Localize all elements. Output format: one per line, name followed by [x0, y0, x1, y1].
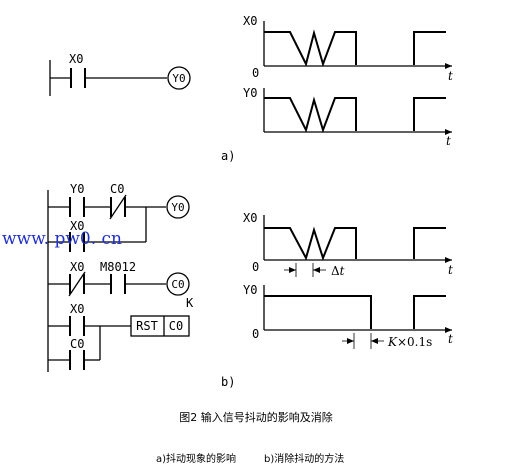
rst-op-label: RST [136, 319, 158, 333]
time-label: t [448, 332, 453, 346]
contact-x0-label: X0 [70, 302, 84, 316]
counter-constant-label: K [186, 296, 194, 310]
origin-label: 0 [252, 260, 259, 274]
coil-c0 [166, 272, 190, 296]
waveform-y0-next [413, 97, 446, 131]
k-time-label: K×0.1s [387, 335, 432, 349]
contact-c0-label: C0 [110, 182, 124, 196]
ladder-a: X0 Y0 [49, 52, 191, 96]
rst-instruction-box [130, 315, 190, 337]
ladder-b: Y0 C0 Y0 X0 X0 M8012 C0 K X0 RST C0 [47, 182, 194, 372]
waveform-y0-next [413, 295, 446, 329]
coil-c0-label: C0 [171, 278, 184, 291]
waveform-x0 [264, 29, 357, 68]
waveform-x0-next [413, 227, 446, 259]
time-label: t [448, 69, 453, 83]
subcaption-b: b)消除抖动的方法 [264, 452, 344, 465]
time-label: t [446, 134, 451, 148]
contact-x0-label: X0 [70, 260, 84, 274]
contact-c0-nc-slash [109, 194, 127, 220]
time-label: t [448, 263, 453, 277]
contact-x0-label: X0 [70, 219, 84, 233]
contact-x0-label: X0 [69, 52, 83, 66]
figure-caption: 图2 输入信号抖动的影响及消除 [179, 410, 333, 424]
rst-arg-label: C0 [169, 319, 183, 333]
waveform-x0 [264, 226, 357, 261]
part-a-label: a) [221, 149, 235, 163]
origin-label: 0 [252, 66, 259, 80]
coil-y0-label: Y0 [171, 201, 184, 214]
contact-y0-label: Y0 [70, 182, 84, 196]
contact-c0-label: C0 [70, 337, 84, 351]
coil-y0 [166, 195, 190, 219]
timing-b: X0 0 t Δt Y0 0 t K×0.1s b) [221, 211, 453, 389]
part-b-label: b) [221, 375, 235, 389]
watermark: www. pw0. cn [2, 229, 122, 249]
timing-a: X0 0 t Y0 t a) [221, 14, 453, 163]
delta-t-label: Δt [331, 264, 345, 278]
contact-m8012-label: M8012 [100, 260, 136, 274]
waveform-x0-next [413, 31, 446, 65]
signal-y0-label: Y0 [243, 283, 257, 297]
origin-label: 0 [252, 327, 259, 341]
signal-y0-label: Y0 [243, 86, 257, 100]
contact-x0-nc-slash [68, 271, 86, 297]
subcaption-a: a)抖动现象的影响 [156, 452, 236, 465]
signal-x0-label: X0 [243, 14, 257, 28]
waveform-y0 [264, 96, 357, 134]
signal-x0-label: X0 [243, 211, 257, 225]
coil-y0 [167, 66, 191, 90]
coil-y0-label: Y0 [172, 72, 185, 85]
waveform-y0 [264, 295, 372, 329]
